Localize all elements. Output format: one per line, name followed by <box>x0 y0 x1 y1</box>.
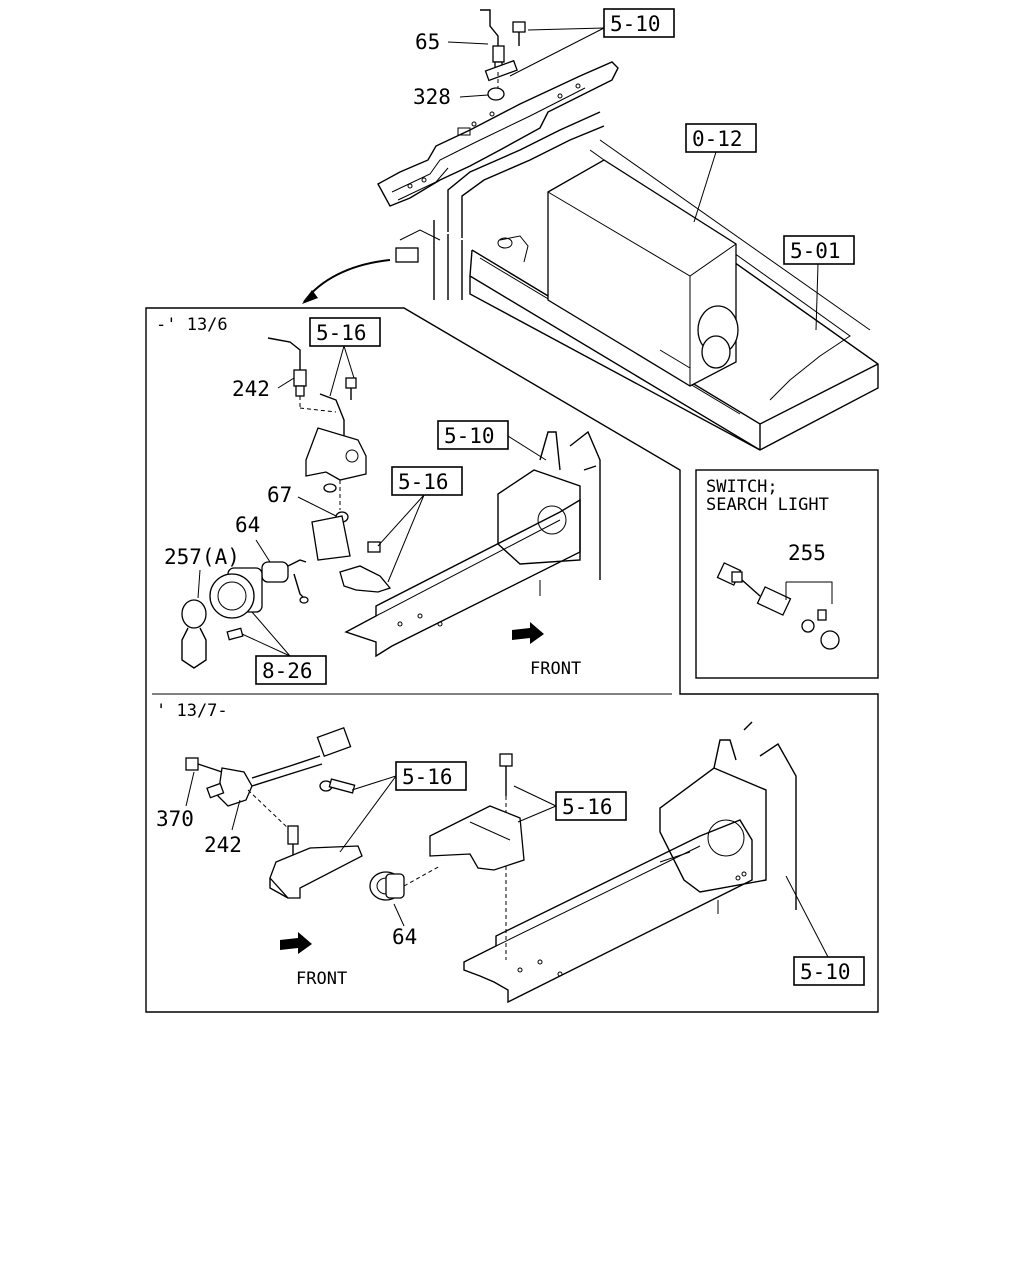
leader-257a <box>197 569 201 599</box>
leader-67 <box>297 496 337 517</box>
switch-257a <box>181 567 263 669</box>
ref-5-16-late-a: 5-16 <box>402 765 453 789</box>
late-section: ' 13/7- 370 242 5-16 <box>156 701 865 1004</box>
frame-rail-late <box>463 721 797 1004</box>
detail-frame <box>145 307 879 1013</box>
inset-title-line2: SEARCH LIGHT <box>706 495 829 515</box>
bolt-early <box>345 377 357 389</box>
battery-box <box>547 159 739 387</box>
sensor-bracket-late <box>269 778 363 899</box>
inset-frame <box>695 469 879 679</box>
callout-242-late: 242 <box>204 833 242 857</box>
ref-box-0-12 <box>685 123 757 153</box>
cross-member-rail <box>377 61 619 207</box>
ref-5-16-early-b: 5-16 <box>398 470 449 494</box>
callout-328: 328 <box>413 85 451 109</box>
ref-5-10-top: 5-10 <box>610 12 661 36</box>
front-arrow-late <box>280 932 312 954</box>
leader-5-10-early <box>507 435 547 461</box>
frame-rail-early <box>344 430 601 658</box>
leader-242-early <box>277 377 295 389</box>
ref-box-5-16-early-b <box>391 466 463 496</box>
cab-frame-post <box>395 111 605 300</box>
top-assembly: 65 328 5-10 0-12 5-01 <box>302 8 879 451</box>
early-section: -' 13/6 67 242 5-16 <box>156 315 601 685</box>
ref-box-5-01 <box>783 235 855 265</box>
sensor-bracket-early <box>305 427 367 510</box>
small-bracket-early <box>339 565 392 593</box>
callout-255: 255 <box>788 541 826 565</box>
ref-box-5-10-early <box>437 420 509 450</box>
detail-arrow <box>303 259 391 303</box>
detail-arrow-head <box>302 290 318 304</box>
leader-255 <box>785 581 833 604</box>
bolt-5-10 <box>512 21 526 46</box>
callout-64-late: 64 <box>392 925 417 949</box>
front-label-early: FRONT <box>530 659 581 679</box>
leader-5-10-top <box>509 27 605 77</box>
front-arrow-early <box>512 622 544 644</box>
leader-5-16-late-b <box>513 785 557 823</box>
ref-box-5-10-late <box>793 956 865 986</box>
ref-5-16-late-b: 5-16 <box>562 795 613 819</box>
ref-box-5-16-late-b <box>555 791 627 821</box>
switch-64-late <box>369 865 441 901</box>
sensor-242-early <box>267 337 345 440</box>
callout-67: 67 <box>267 483 292 507</box>
leader-5-16-early-b <box>377 494 425 583</box>
ref-0-12: 0-12 <box>692 127 743 151</box>
ref-5-01: 5-01 <box>790 239 841 263</box>
leader-5-16-late-a <box>339 775 397 853</box>
mount-bolt-late <box>499 753 513 960</box>
leader-65 <box>447 41 489 45</box>
leader-370 <box>185 771 195 807</box>
ref-5-10-late: 5-10 <box>800 960 851 984</box>
mount-plate-early <box>311 515 351 561</box>
cover-edge <box>469 821 511 841</box>
front-label-late: FRONT <box>296 969 347 989</box>
leader-328 <box>459 94 489 98</box>
search-light-switch <box>716 562 840 650</box>
period-early: -' 13/6 <box>156 315 228 335</box>
temperature-sensor-65 <box>480 9 505 73</box>
period-late: ' 13/7- <box>156 701 228 721</box>
leader-0-12 <box>693 151 717 223</box>
callout-65: 65 <box>415 30 440 54</box>
nut-328 <box>487 87 505 101</box>
callout-242-early: 242 <box>232 377 270 401</box>
switch-cover-late <box>429 805 525 871</box>
inset-title-line1: SWITCH; <box>706 477 778 497</box>
ref-box-5-10-top <box>603 8 675 38</box>
callout-370: 370 <box>156 807 194 831</box>
ref-8-26: 8-26 <box>262 659 313 683</box>
callout-64-early: 64 <box>235 513 260 537</box>
ref-5-10-early: 5-10 <box>444 424 495 448</box>
screw-early <box>367 541 381 553</box>
leader-5-16-early-a <box>329 345 355 397</box>
leader-242-late <box>231 799 241 831</box>
ref-box-5-16-late-a <box>395 761 467 791</box>
callout-257a: 257(A) <box>164 545 240 569</box>
sensor-242-late <box>185 726 352 831</box>
leader-64-late <box>393 903 405 927</box>
switch-64-early <box>261 559 309 604</box>
leader-5-10-late <box>785 875 829 958</box>
ref-5-16-early-a: 5-16 <box>316 321 367 345</box>
leader-5-01 <box>815 263 819 331</box>
ref-box-5-16-early-a <box>309 317 381 347</box>
leader-8-26 <box>241 611 291 657</box>
search-light-inset: SWITCH; SEARCH LIGHT 255 <box>695 469 879 679</box>
ref-box-8-26 <box>255 655 327 685</box>
mount-plate <box>484 59 518 82</box>
leader-64-early <box>255 539 271 563</box>
